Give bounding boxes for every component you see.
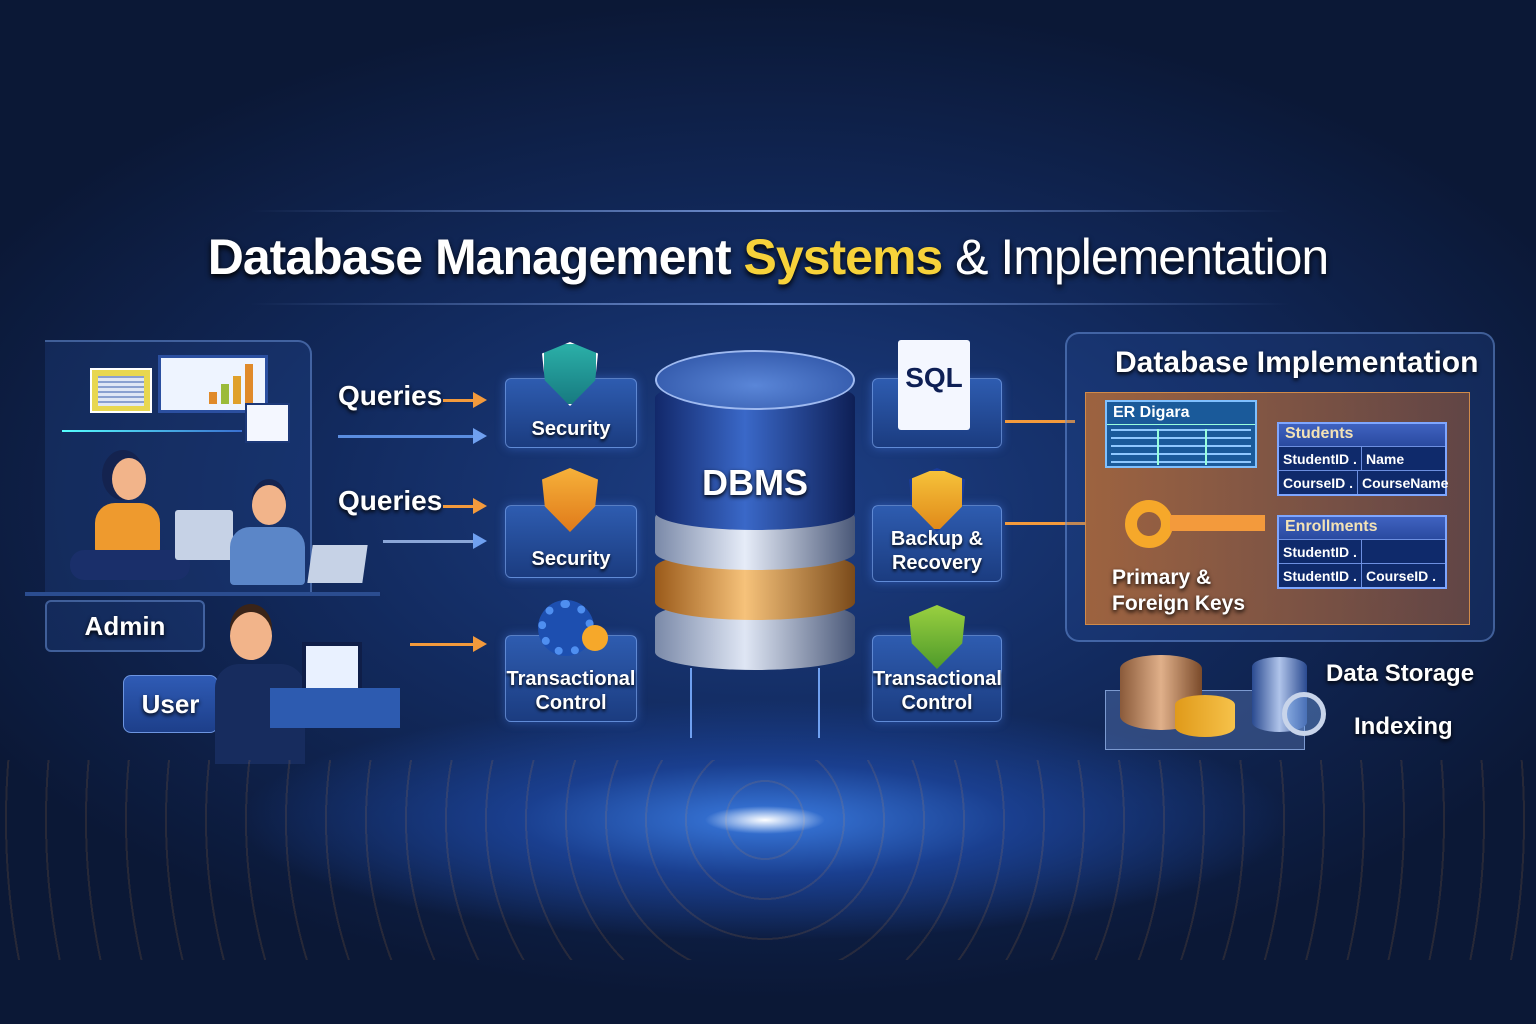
students-table: Students StudentID .Name CourseID .Cours… [1277,422,1448,496]
connector-line [1005,420,1075,423]
user-label: User [141,688,200,719]
dbms-label: DBMS [702,462,808,503]
table-cell: Name [1361,447,1445,470]
admin-label-box: Admin [45,600,205,652]
table-cell: StudentID . [1283,451,1357,467]
arrow-right-icon [443,392,487,408]
arrow-right-icon [443,498,487,514]
dbms-database-icon: DBMS [655,350,855,670]
table-row: StudentID . [1279,539,1445,563]
user-desk [270,688,400,728]
connector-line [1005,522,1085,525]
enrollments-table: Enrollments StudentID . StudentID .Cours… [1277,515,1447,589]
computer-screen-icon [302,642,362,694]
table-title: Enrollments [1279,517,1445,539]
laptop-icon [307,545,368,583]
storage-disk-icon [1175,695,1235,737]
key-icon [1125,500,1173,548]
magnifier-icon [1282,692,1326,736]
queries-label: Queries [338,485,443,516]
page-title: Database Management Systems & Implementa… [207,229,1329,285]
table-cell: CourseID . [1361,564,1445,587]
er-diagram-label: ER Digara [1107,402,1255,425]
arrow-right-icon [410,636,487,652]
card-label: Transactional Control [506,668,636,714]
sql-file-icon: SQL [898,340,970,430]
divider [250,303,1290,305]
card-label: Security [531,548,611,570]
monitor-icon [175,510,233,560]
divider [250,210,1290,212]
table-cell: CourseID . [1283,475,1354,491]
table-title: Students [1279,424,1445,446]
indexing-label: Indexing [1354,713,1453,740]
arrow-right-icon [338,428,487,444]
queries-label: Queries [338,380,443,411]
table-row: CourseID .CourseName [1279,470,1448,494]
sql-label: SQL [905,362,963,393]
circuit-lines [690,668,820,738]
keys-label: Primary & Foreign Keys [1112,566,1246,615]
user-label-box: User [123,675,218,733]
table-row: StudentID .CourseID . [1279,563,1445,587]
admin-man-illustration [230,485,310,590]
table-row: StudentID .Name [1279,446,1445,470]
implementation-title: Database Implementation [1115,346,1479,379]
admin-woman-illustration [70,458,190,588]
network-glow [0,760,1536,960]
desk [25,592,380,596]
er-diagram-box[interactable]: ER Digara [1105,400,1257,468]
table-cell: StudentID . [1283,568,1357,584]
bidirectional-arrow-icon [383,533,487,549]
card-label: Security [531,418,611,440]
connector-line [62,430,242,432]
gear-icon [582,625,608,651]
admin-label: Admin [84,610,166,641]
key-shaft [1170,515,1265,531]
data-storage-label: Data Storage [1326,660,1475,687]
table-cell: StudentID . [1283,544,1357,560]
table-cell [1361,540,1445,563]
card-label: Backup & Recovery [890,528,984,574]
card-label: Transactional Control [873,668,1002,714]
document-icon [90,368,152,413]
table-cell: CourseName [1357,471,1452,494]
report-icon [245,403,290,443]
